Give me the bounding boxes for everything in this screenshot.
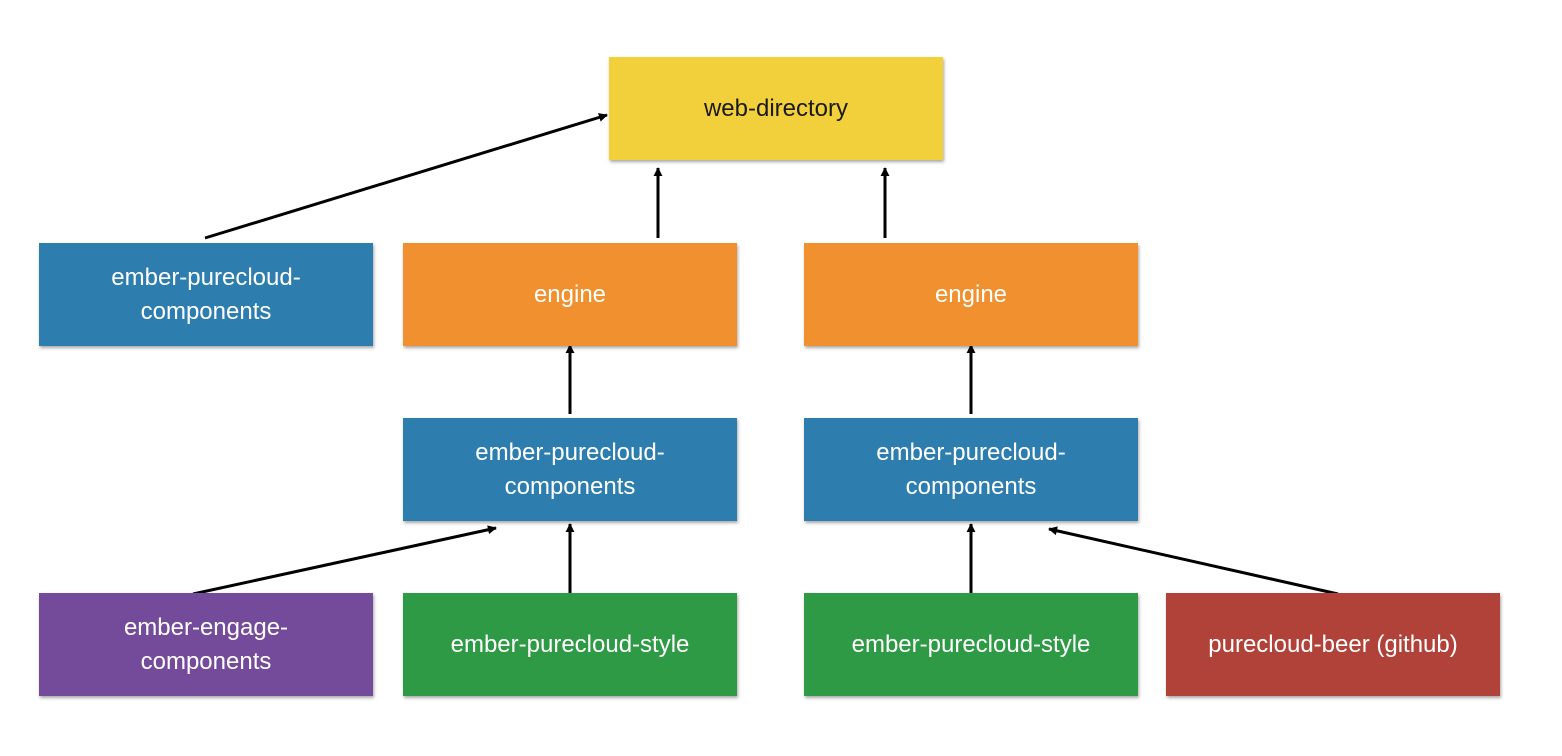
arrow-epc_standalone-to-web_directory (204, 113, 608, 240)
node-label: ember-engage- components (123, 613, 289, 675)
node-engine-left: engine (403, 243, 737, 346)
node-label: ember-purecloud- components (475, 438, 665, 500)
node-web-directory: web-directory (609, 57, 943, 160)
node-ember-purecloud-style-right: ember-purecloud-style (804, 593, 1138, 696)
node-ember-purecloud-components-right: ember-purecloud- components (804, 418, 1138, 521)
node-label: ember-purecloud-style (851, 630, 1091, 658)
node-label: engine (934, 280, 1008, 308)
node-ember-purecloud-style-left: ember-purecloud-style (403, 593, 737, 696)
arrow-engage_components-to-epc_left (192, 525, 497, 596)
node-ember-purecloud-components-left: ember-purecloud- components (403, 418, 737, 521)
node-label: ember-purecloud-style (450, 630, 690, 658)
node-engine-right: engine (804, 243, 1138, 346)
node-label: ember-purecloud- components (876, 438, 1066, 500)
node-purecloud-beer: purecloud-beer (github) (1166, 593, 1500, 696)
node-ember-purecloud-components-standalone: ember-purecloud- components (39, 243, 373, 346)
node-label: purecloud-beer (github) (1208, 630, 1458, 658)
node-label: web-directory (703, 94, 849, 122)
node-ember-engage-components: ember-engage- components (39, 593, 373, 696)
node-label: engine (533, 280, 607, 308)
arrow-purecloud_beer-to-epc_right (1048, 526, 1339, 596)
node-label: ember-purecloud- components (111, 263, 301, 325)
